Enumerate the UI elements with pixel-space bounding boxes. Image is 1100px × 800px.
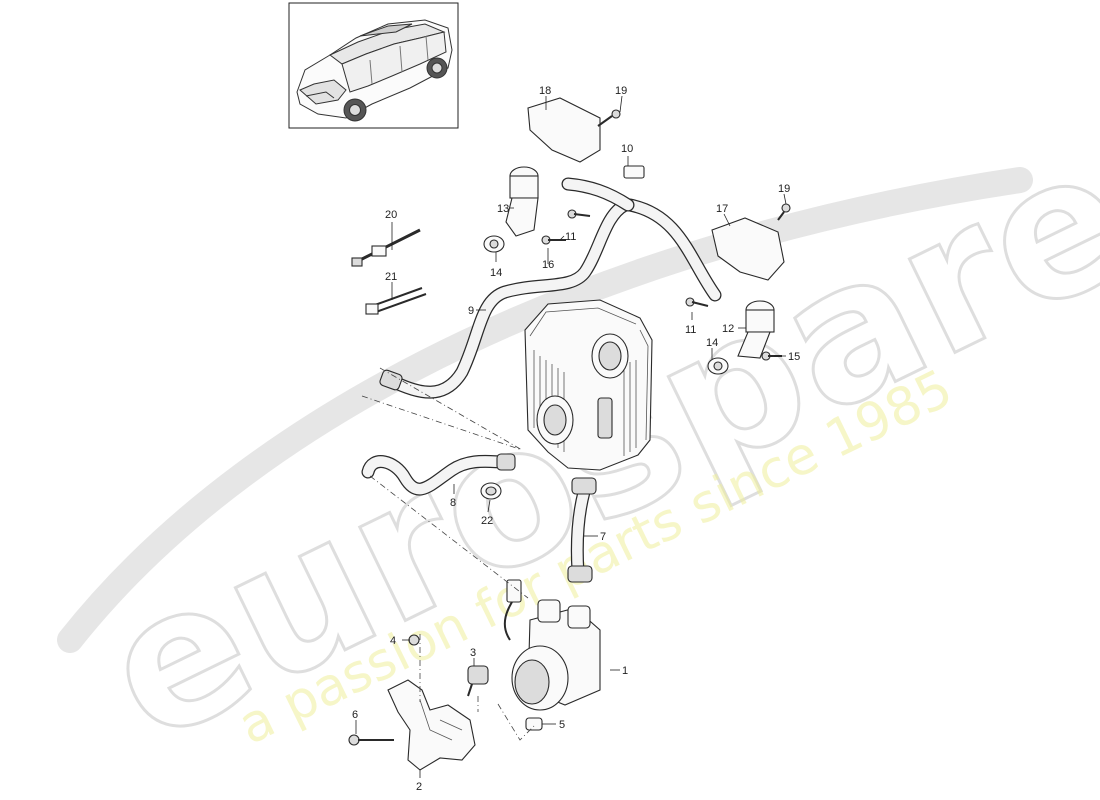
combination-valve-left bbox=[505, 166, 539, 237]
callout-21: 21 bbox=[385, 271, 397, 283]
combination-valve-right bbox=[737, 300, 775, 359]
pump-outlet bbox=[567, 605, 591, 629]
cable-ties-21 bbox=[365, 287, 427, 315]
callout-1: 1 bbox=[622, 665, 628, 677]
callout-15: 15 bbox=[788, 351, 800, 363]
callout-16: 16 bbox=[542, 259, 554, 271]
watermark-swoosh bbox=[57, 167, 1033, 653]
silencer-housing bbox=[524, 299, 653, 471]
hose-7-upper-end bbox=[571, 477, 597, 495]
secondary-air-pump bbox=[503, 579, 601, 711]
callout-2: 2 bbox=[416, 781, 422, 793]
callout-14-left: 14 bbox=[490, 267, 502, 279]
gasket-right bbox=[707, 357, 729, 375]
hose-clamp-22 bbox=[480, 482, 502, 500]
hose-clip-5 bbox=[525, 717, 543, 731]
hoses bbox=[361, 177, 722, 583]
callout-20: 20 bbox=[385, 209, 397, 221]
pump-bracket bbox=[387, 679, 476, 771]
bolt-11-right bbox=[685, 297, 709, 307]
bolt-6 bbox=[348, 734, 394, 746]
sensor-10 bbox=[623, 165, 645, 179]
heat-shield-right bbox=[711, 217, 785, 281]
vehicle-thumbnail bbox=[288, 2, 459, 129]
screw-19-left bbox=[597, 109, 621, 127]
callout-7: 7 bbox=[600, 531, 606, 543]
housing-clip bbox=[597, 397, 613, 439]
hose-8-end bbox=[496, 453, 516, 471]
callout-8: 8 bbox=[450, 497, 456, 509]
callout-18: 18 bbox=[539, 85, 551, 97]
bolt-16 bbox=[541, 235, 566, 245]
hose-9-end bbox=[379, 369, 403, 391]
leader-lines bbox=[355, 95, 787, 778]
callout-4: 4 bbox=[390, 635, 396, 647]
callout-3: 3 bbox=[470, 647, 476, 659]
callout-19-right: 19 bbox=[778, 183, 790, 195]
callout-19-left: 19 bbox=[615, 85, 627, 97]
callout-14-right: 14 bbox=[706, 337, 718, 349]
nut-4 bbox=[408, 634, 420, 646]
callout-22: 22 bbox=[481, 515, 493, 527]
callout-12: 12 bbox=[722, 323, 734, 335]
hose-7-lower-end bbox=[567, 565, 593, 583]
callout-6: 6 bbox=[352, 709, 358, 721]
callout-11-left: 11 bbox=[565, 231, 576, 243]
bolt-11-left bbox=[567, 209, 591, 219]
callout-9: 9 bbox=[468, 305, 474, 317]
heat-shield-left bbox=[527, 97, 601, 163]
gasket-left bbox=[483, 235, 505, 253]
cable-tie-holder-20 bbox=[351, 228, 421, 267]
callout-11-right: 11 bbox=[685, 324, 696, 336]
pump-inlet bbox=[537, 599, 561, 623]
callout-13: 13 bbox=[497, 203, 509, 215]
callout-10: 10 bbox=[621, 143, 633, 155]
suv-vehicle-icon bbox=[296, 19, 453, 122]
callout-17: 17 bbox=[716, 203, 728, 215]
callout-labels: 1 2 3 4 5 6 7 8 9 10 11 11 12 13 14 14 1… bbox=[352, 85, 800, 793]
callout-5: 5 bbox=[559, 719, 565, 731]
rubber-mount-3 bbox=[467, 665, 489, 697]
assembly-guides bbox=[361, 367, 537, 741]
pump-connector bbox=[506, 579, 522, 603]
